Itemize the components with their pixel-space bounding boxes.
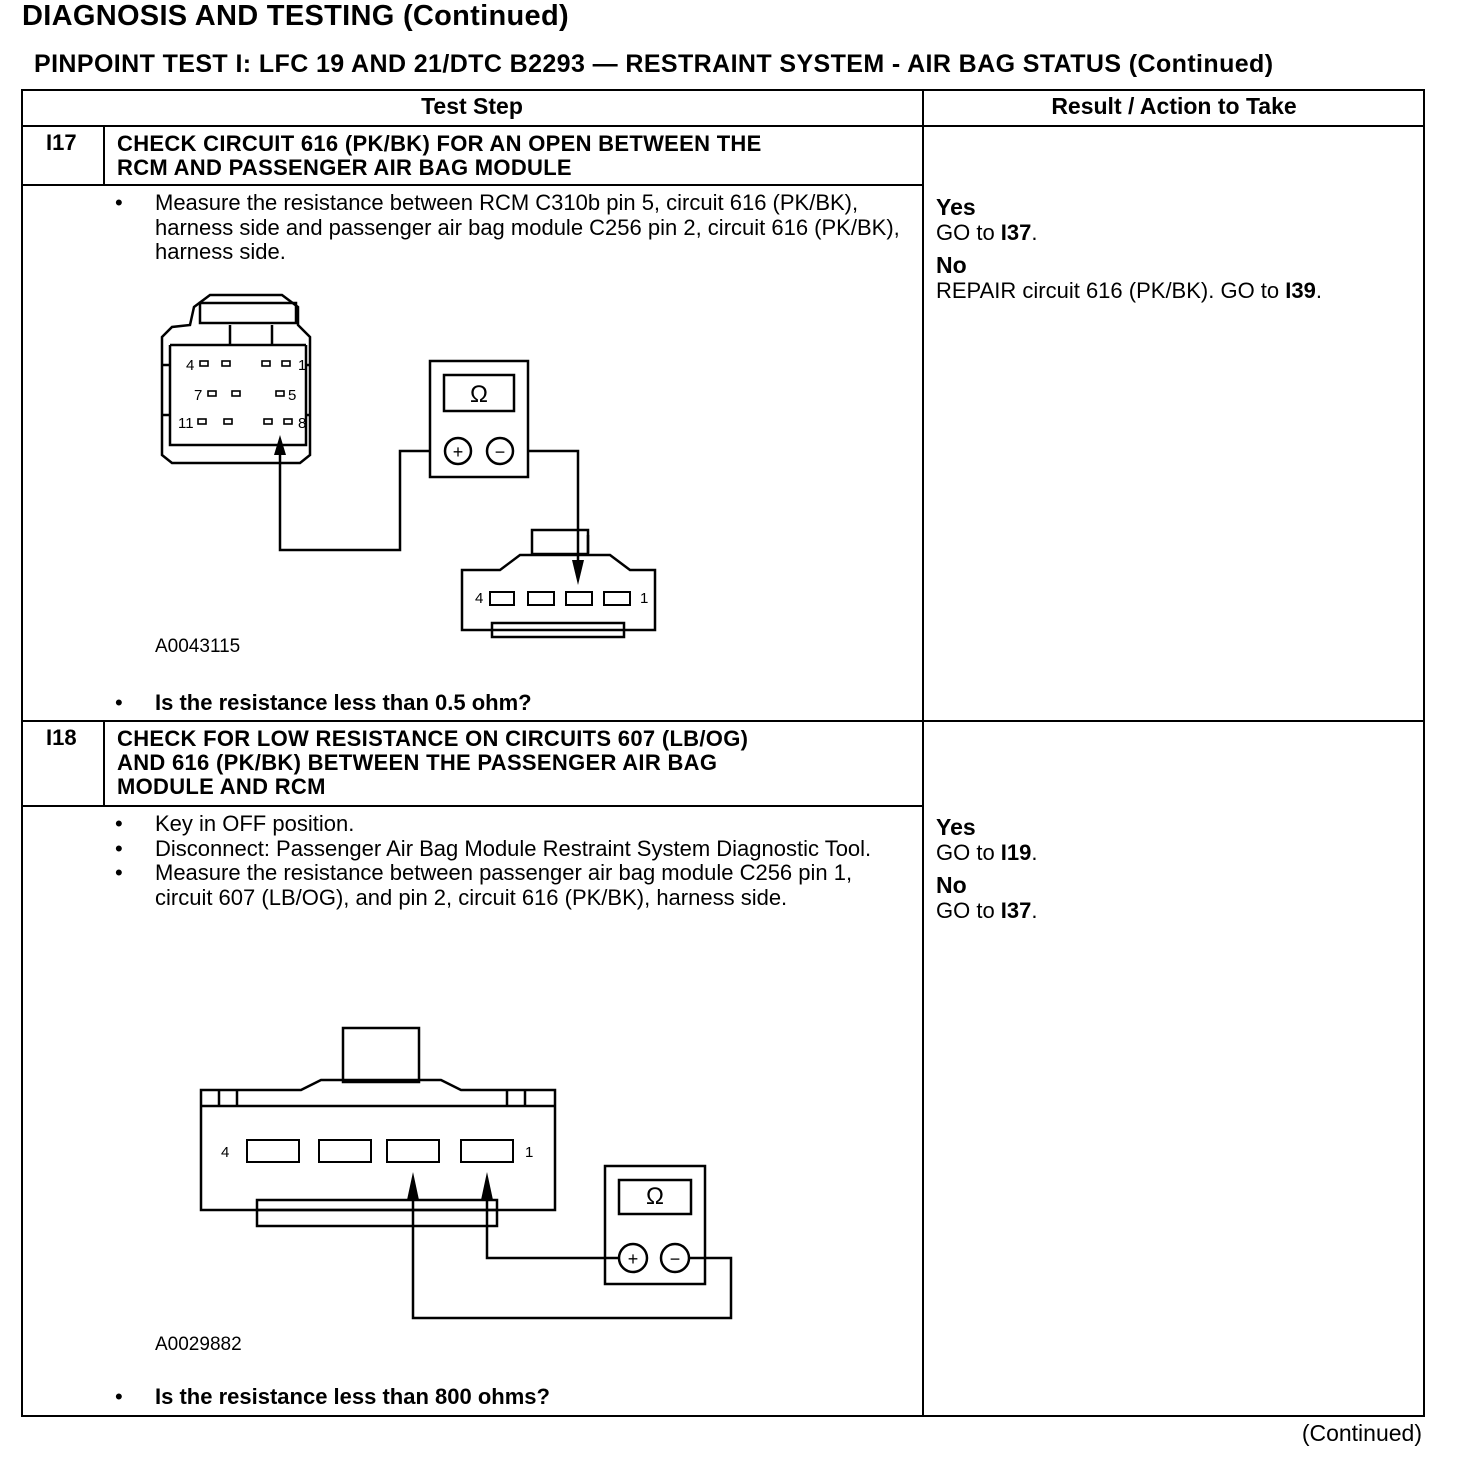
result-action-suffix: .	[1031, 898, 1038, 923]
instruction-item: Disconnect: Passenger Air Bag Module Res…	[113, 836, 883, 862]
step-question: Is the resistance less than 800 ohms?	[113, 1384, 550, 1410]
step-heading: CHECK FOR LOW RESISTANCE ON CIRCUITS 607…	[117, 727, 748, 799]
table-border-left	[21, 89, 23, 1417]
step-question: Is the resistance less than 0.5 ohm?	[113, 690, 532, 716]
column-header-result: Result / Action to Take	[1051, 93, 1297, 119]
c256-connector-i17	[460, 528, 657, 639]
test-lead-negative	[528, 449, 580, 560]
result-no-label: No	[936, 252, 967, 278]
connector-pin-right: 1	[640, 590, 648, 607]
result-action-text: REPAIR circuit 616 (PK/BK). GO to	[936, 278, 1286, 303]
ohmmeter-i18	[603, 1164, 707, 1286]
ohm-symbol: Ω	[470, 381, 488, 408]
instruction-item: Measure the resistance between passenger…	[113, 860, 883, 910]
step-i18-number-divider	[103, 720, 105, 806]
minus-symbol: −	[670, 1249, 681, 1269]
result-action-text: GO to	[936, 898, 1001, 923]
step-divider	[22, 720, 1425, 722]
result-yes-action: GO to I19.	[936, 840, 1406, 866]
ohmmeter-i17	[428, 359, 530, 479]
step-heading-line: CHECK FOR LOW RESISTANCE ON CIRCUITS 607…	[117, 726, 749, 751]
instruction-item: Key in OFF position.	[113, 811, 883, 837]
column-divider	[922, 89, 924, 1417]
column-header-test-step: Test Step	[421, 93, 523, 119]
connector-pin-left: 4	[475, 590, 483, 607]
rcm-c310b-connector	[160, 293, 312, 465]
pin-label: 8	[298, 415, 306, 432]
figure-id: A0043115	[155, 636, 241, 657]
connector-pin-right: 1	[525, 1144, 533, 1161]
figure-id: A0029882	[155, 1334, 242, 1355]
step-results: Yes GO to I19. No GO to I37.	[936, 808, 1406, 924]
step-instructions: Key in OFF position. Disconnect: Passeng…	[113, 811, 883, 910]
pin-label: 5	[288, 387, 296, 404]
step-number: I18	[46, 725, 77, 750]
step-heading-line: CHECK CIRCUIT 616 (PK/BK) FOR AN OPEN BE…	[117, 131, 762, 156]
step-heading-line: MODULE AND RCM	[117, 774, 326, 799]
c256-connector-i18	[199, 1026, 557, 1228]
plus-symbol: +	[453, 442, 464, 462]
ohm-symbol: Ω	[646, 1183, 664, 1210]
step-heading: CHECK CIRCUIT 616 (PK/BK) FOR AN OPEN BE…	[117, 132, 762, 180]
table-border-top	[22, 89, 1425, 91]
connector-diagram-i18: 4 1 Ω + −	[199, 1026, 733, 1320]
connector-diagram-i17: 4 1 7 5 11 8 4 1 Ω + −	[160, 293, 657, 639]
minus-symbol: −	[495, 442, 506, 462]
continued-label: (Continued)	[1301, 1420, 1422, 1446]
pin-label: 1	[298, 357, 306, 374]
header-divider	[22, 125, 1425, 127]
page-title: DIAGNOSIS AND TESTING (Continued)	[22, 0, 569, 32]
step-i17-heading-divider	[22, 184, 923, 186]
test-lead-negative	[411, 1200, 733, 1320]
step-i18-heading-divider	[22, 805, 923, 807]
step-reference: I37	[1000, 220, 1032, 245]
step-reference: I19	[1000, 840, 1032, 865]
result-no-action: REPAIR circuit 616 (PK/BK). GO to I39.	[936, 278, 1406, 304]
step-instructions: Measure the resistance between RCM C310b…	[113, 190, 903, 265]
table-border-bottom	[22, 1415, 1425, 1417]
test-lead-positive	[278, 449, 430, 552]
pin-label: 11	[178, 415, 194, 432]
result-no-label: No	[936, 872, 967, 898]
step-heading-line: AND 616 (PK/BK) BETWEEN THE PASSENGER AI…	[117, 750, 718, 775]
step-results: Yes GO to I37. No REPAIR circuit 616 (PK…	[936, 188, 1406, 304]
instruction-item: Measure the resistance between RCM C310b…	[113, 190, 903, 265]
result-action-suffix: .	[1031, 220, 1038, 245]
result-yes-label: Yes	[936, 814, 976, 840]
result-no-action: GO to I37.	[936, 898, 1406, 924]
step-reference: I39	[1285, 278, 1316, 303]
step-i17-number-divider	[103, 125, 105, 185]
pinpoint-test-title: PINPOINT TEST I: LFC 19 AND 21/DTC B2293…	[34, 50, 1274, 78]
step-number: I17	[46, 130, 77, 155]
result-action-suffix: .	[1031, 840, 1038, 865]
result-action-suffix: .	[1315, 278, 1322, 303]
result-action-text: GO to	[936, 220, 1001, 245]
connector-pin-left: 4	[221, 1144, 229, 1161]
step-heading-line: RCM AND PASSENGER AIR BAG MODULE	[117, 155, 572, 180]
table-border-right	[1423, 89, 1425, 1417]
test-lead-positive	[485, 1200, 619, 1260]
pin-label: 4	[186, 357, 194, 374]
result-yes-label: Yes	[936, 194, 976, 220]
plus-symbol: +	[628, 1249, 639, 1269]
pin-label: 7	[194, 387, 202, 404]
step-reference: I37	[1000, 898, 1032, 923]
result-action-text: GO to	[936, 840, 1001, 865]
result-yes-action: GO to I37.	[936, 220, 1406, 246]
